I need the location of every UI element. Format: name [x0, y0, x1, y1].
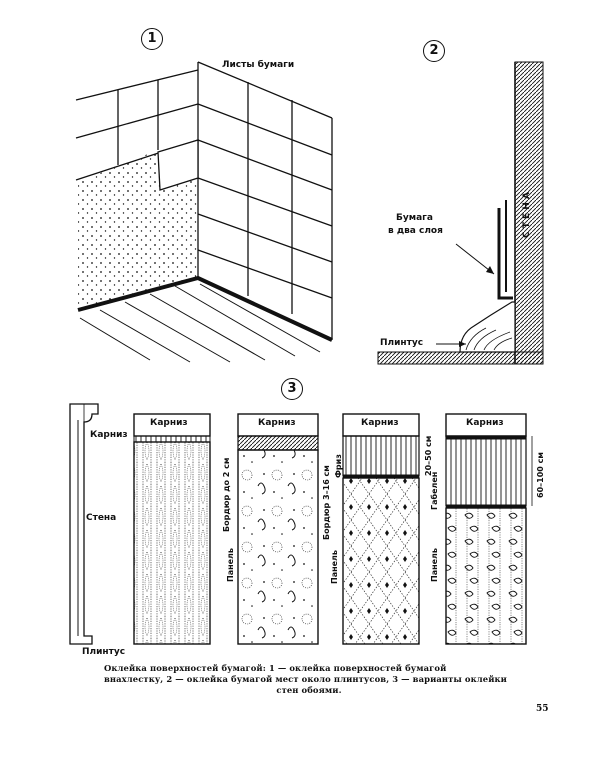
label-wall-fig2: С Т Е Н А: [522, 192, 532, 238]
caption-line-2: внахлестку, 2 — оклейка бумагой мест око…: [104, 674, 507, 684]
caption-line-3: стен обоями.: [276, 685, 342, 695]
figure-caption: Оклейка поверхностей бумагой: 1 — оклейк…: [104, 663, 514, 696]
caption-line-1: Оклейка поверхностей бумагой: 1 — оклейк…: [104, 663, 447, 673]
label-profile-wall: Стена: [86, 513, 117, 523]
figure3-number: 3: [281, 378, 303, 400]
label-profile-cornice: Карниз: [90, 430, 128, 440]
panel2-panel-label: Панель: [226, 548, 235, 582]
figure3-wall-profile: [69, 403, 99, 645]
panel4-height-label: 20–50 см: [424, 435, 433, 476]
panel1-header: Карниз: [150, 418, 188, 428]
panel4-panel-label: Панель: [430, 548, 439, 582]
panel3-border-label: Бордюр 3–16 см: [322, 465, 331, 540]
panel2-header: Карниз: [258, 418, 296, 428]
panel2-border-label: Бордюр до 2 см: [222, 457, 231, 532]
panel4-header: Карниз: [466, 418, 504, 428]
panel3-header: Карниз: [361, 418, 399, 428]
panel3-frieze-label: Фриз: [334, 454, 343, 478]
figure3-panel-1: [133, 413, 211, 645]
figure3-panel-3: [342, 413, 420, 645]
figure2-number: 2: [423, 40, 445, 62]
panel4-range-label: 60–100 см: [536, 452, 545, 498]
figure1-number: 1: [141, 28, 163, 50]
label-profile-plinth: Плинтус: [82, 647, 126, 657]
page-number: 55: [536, 704, 549, 714]
label-plinth-fig2: Плинтус: [380, 338, 424, 348]
figure2-plinth-detail: [377, 61, 544, 365]
figure1-room-corner: [75, 61, 333, 363]
figure3-panel-2: [237, 413, 319, 645]
figure3-panel-4: [445, 413, 533, 645]
label-paper-sheets: Листы бумаги: [222, 60, 295, 70]
panel4-gobelin-label: Габелен: [430, 471, 439, 510]
panel3-panel-label: Панель: [330, 550, 339, 584]
label-paper-two-layers-1: Бумага: [396, 213, 433, 223]
label-paper-two-layers-2: в два слоя: [388, 226, 443, 236]
